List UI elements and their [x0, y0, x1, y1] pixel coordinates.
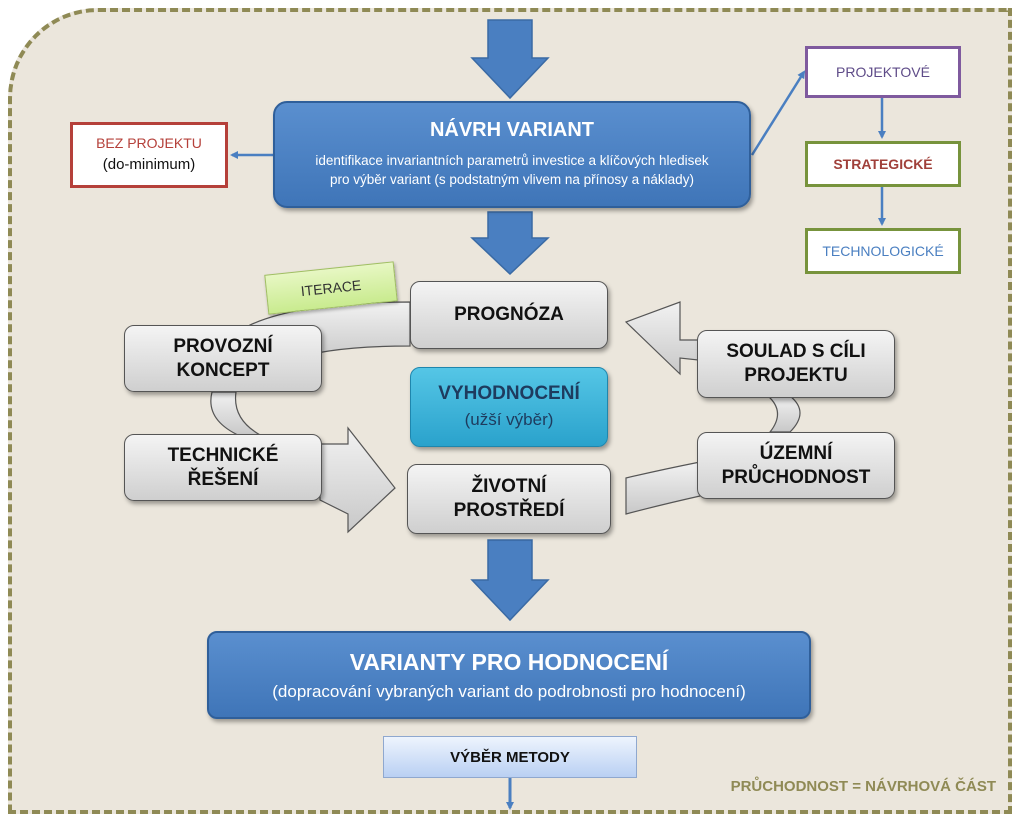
strategicke-box: STRATEGICKÉ: [805, 141, 961, 187]
provozni-koncept-line2: KONCEPT: [176, 359, 270, 381]
technologicke-label: TECHNOLOGICKÉ: [822, 243, 944, 259]
bez-projektu-sublabel: (do-minimum): [102, 156, 196, 173]
soulad-s-cili-line1: SOULAD S CÍLI: [726, 341, 866, 362]
iterace-label: ITERACE: [299, 276, 363, 300]
provozni-koncept-box: PROVOZNÍ KONCEPT: [124, 325, 322, 392]
navrh-variant-box: NÁVRH VARIANT identifikace invariantních…: [273, 101, 751, 208]
uzemni-pruchodnost-box: ÚZEMNÍ PRŮCHODNOST: [697, 432, 895, 499]
technicke-reseni-box: TECHNICKÉ ŘEŠENÍ: [124, 434, 322, 501]
vyber-metody-box: VÝBĚR METODY: [383, 736, 637, 778]
uzemni-pruchodnost-line1: ÚZEMNÍ: [759, 442, 833, 464]
zivotni-prostredi-line1: ŽIVOTNÍ: [471, 476, 547, 497]
bez-projektu-label: BEZ PROJEKTU: [96, 135, 202, 151]
projektove-label: PROJEKTOVÉ: [836, 64, 930, 80]
soulad-s-cili-line2: PROJEKTU: [744, 365, 848, 386]
vyber-metody-label: VÝBĚR METODY: [450, 748, 570, 766]
arrow-cycle-down: [470, 539, 550, 622]
strategicke-label: STRATEGICKÉ: [833, 156, 933, 172]
navrh-variant-desc-line1: identifikace invariantních parametrů inv…: [315, 153, 709, 168]
projektove-box: PROJEKTOVÉ: [805, 46, 961, 98]
cycle-arrow-to-zivotni: [319, 426, 396, 534]
technicke-reseni-line1: TECHNICKÉ: [167, 444, 279, 466]
varianty-title: VARIANTY PRO HODNOCENÍ: [349, 649, 669, 675]
cycle-arrow-right-loop: [766, 395, 801, 433]
navrh-variant-title: NÁVRH VARIANT: [429, 119, 595, 141]
prognoza-label: PROGNÓZA: [454, 304, 564, 325]
bez-projektu-box: BEZ PROJEKTU (do-minimum): [70, 122, 228, 188]
arrow-to-projektove: [750, 70, 806, 156]
vyhodnoceni-title: VYHODNOCENÍ: [438, 383, 580, 404]
vyhodnoceni-subtitle: (užší výběr): [464, 410, 554, 429]
technologicke-box: TECHNOLOGICKÉ: [805, 228, 961, 274]
soulad-s-cili-box: SOULAD S CÍLI PROJEKTU: [697, 330, 895, 398]
arrow-navrh-down: [470, 211, 550, 276]
footer-label: PRŮCHODNOST = NÁVRHOVÁ ČÁST: [730, 778, 996, 795]
navrh-variant-desc-line2: pro výběr variant (s podstatným vlivem n…: [330, 172, 694, 187]
varianty-pro-hodnoceni-box: VARIANTY PRO HODNOCENÍ (dopracování vybr…: [207, 631, 811, 719]
vyhodnoceni-box: VYHODNOCENÍ (užší výběr): [410, 367, 608, 447]
uzemni-pruchodnost-line2: PRŮCHODNOST: [721, 466, 871, 488]
prognoza-box: PROGNÓZA: [410, 281, 608, 349]
provozni-koncept-line1: PROVOZNÍ: [173, 335, 273, 357]
cycle-arrow-to-prognoza: [624, 301, 699, 376]
zivotni-prostredi-box: ŽIVOTNÍ PROSTŘEDÍ: [407, 464, 611, 534]
cycle-arrow-left-loop: [210, 391, 263, 437]
technicke-reseni-line2: ŘEŠENÍ: [187, 468, 259, 490]
cycle-arrow-from-uzemni: [625, 461, 701, 515]
arrow-top-down: [470, 19, 550, 100]
varianty-subtitle: (dopracování vybraných variant do podrob…: [272, 682, 746, 701]
zivotni-prostredi-line2: PROSTŘEDÍ: [453, 500, 565, 521]
